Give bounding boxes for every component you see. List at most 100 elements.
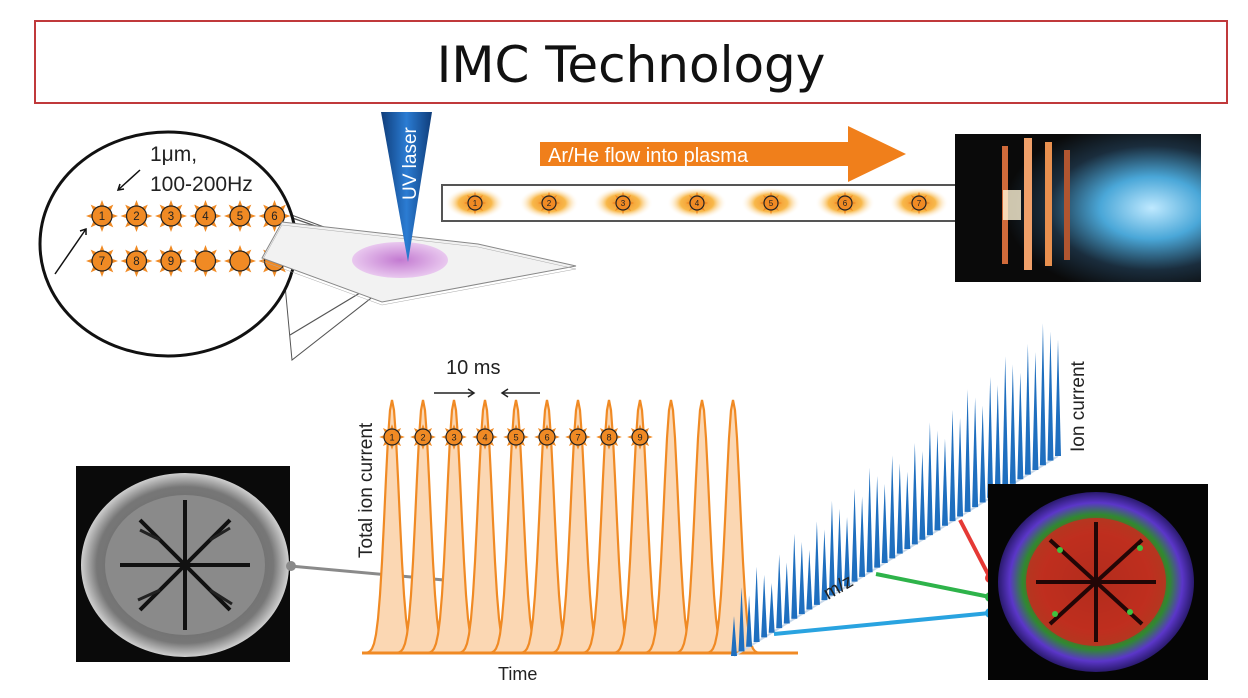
ion-clouds: 1 2 3 4 5 6 7 xyxy=(445,187,949,219)
spot-number: 5 xyxy=(513,432,518,442)
spectrum-peak xyxy=(1009,364,1016,484)
spectrum-peak xyxy=(889,455,896,559)
spectrum-peak xyxy=(896,463,903,554)
spectrum-peak xyxy=(1024,343,1031,475)
spectrum-peak xyxy=(791,533,798,619)
tube-spot: 1 xyxy=(463,191,487,215)
spectrum-peak xyxy=(874,475,881,568)
spectrum-peak xyxy=(776,554,783,629)
x-axis-label: Time xyxy=(498,664,537,684)
spot-number: 5 xyxy=(769,199,774,208)
trace-peak-fill xyxy=(490,400,542,653)
spectrum-peak xyxy=(934,430,941,531)
y-axis-label: Total ion current xyxy=(356,422,377,558)
spectrum-peak xyxy=(844,517,851,587)
mass-spectrum: m/z Ion current xyxy=(731,323,1089,657)
spot-size-label: 1μm, xyxy=(150,143,197,166)
uv-laser: UV laser xyxy=(381,112,432,262)
spectrum-peak xyxy=(761,574,768,638)
spectrum-peak xyxy=(904,471,911,550)
multiplexed-tissue-image xyxy=(988,484,1208,680)
spectrum-peak xyxy=(1017,372,1024,480)
trace-peak-fill xyxy=(552,400,604,653)
spectrum-peak xyxy=(851,488,858,582)
spectrum-peak xyxy=(731,616,737,656)
spectrum-peak xyxy=(783,562,790,624)
spectrum-peak xyxy=(806,550,813,610)
tissue-sample xyxy=(352,242,448,278)
spectrum-peak xyxy=(1032,352,1039,470)
trace-peak-fill xyxy=(459,400,511,653)
title-banner: IMC Technology xyxy=(34,20,1228,104)
spectrum-peak xyxy=(964,389,971,512)
spot-number: 4 xyxy=(695,199,700,208)
ablation-spot: 7 xyxy=(86,245,118,277)
step-arrow xyxy=(54,228,87,275)
spectrum-peak xyxy=(813,521,820,605)
spectrum-peak xyxy=(972,397,979,508)
trace-peak-fill xyxy=(428,400,480,653)
spectrum-peak xyxy=(1047,331,1054,461)
spectrum-peak xyxy=(798,541,805,615)
trace-peak-fill xyxy=(583,400,635,653)
spectrum-peak xyxy=(753,566,760,643)
spectrum-peak xyxy=(836,508,843,591)
spot-number: 2 xyxy=(420,432,425,442)
trace-peak-fill xyxy=(521,400,573,653)
spot-number: 6 xyxy=(843,199,848,208)
spot-number: 4 xyxy=(202,211,209,223)
ablation-spot xyxy=(224,245,256,277)
peak-spot: 1 xyxy=(379,424,405,450)
page-title: IMC Technology xyxy=(436,36,826,94)
flow-arrow: Ar/He flow into plasma xyxy=(540,126,906,182)
ablation-spot: 1 xyxy=(86,200,118,232)
cyan-channel-link xyxy=(773,611,991,636)
ablation-spot xyxy=(189,245,222,277)
trace-peaks xyxy=(364,399,760,654)
spectrum-peak xyxy=(926,422,933,536)
spectrum-peak xyxy=(919,451,926,540)
spectrum-peak xyxy=(941,438,948,526)
spot-number: 8 xyxy=(606,432,611,442)
tube-spot: 2 xyxy=(537,191,561,215)
ablation-spot: 5 xyxy=(224,200,256,232)
spectrum-peak xyxy=(911,442,918,545)
spectrum-peak xyxy=(859,496,866,577)
spot-number: 6 xyxy=(271,211,277,223)
trace-peak-fill xyxy=(707,400,759,653)
spot-number: 2 xyxy=(547,199,552,208)
spectrum-peak xyxy=(828,500,835,596)
spectrum-peak xyxy=(881,484,888,563)
peak-spot: 6 xyxy=(534,424,560,450)
trace-peak-fill xyxy=(397,400,449,653)
spot-number: 3 xyxy=(621,199,626,208)
peak-spot: 2 xyxy=(410,424,436,450)
interval-label: 10 ms xyxy=(446,357,500,379)
ablation-spot: 6 xyxy=(258,200,291,232)
peak-spot: 9 xyxy=(627,424,653,450)
tube-spot: 5 xyxy=(759,191,783,215)
spot-number: 9 xyxy=(637,432,642,442)
trace-peak-fill xyxy=(614,400,666,653)
flow-label: Ar/He flow into plasma xyxy=(548,145,749,167)
spot-arrow xyxy=(117,169,141,191)
green-channel-link xyxy=(875,572,991,599)
spot-number: 7 xyxy=(917,199,922,208)
spectrum-peak xyxy=(1002,356,1009,489)
tube-spot: 6 xyxy=(833,191,857,215)
spectrum-peak xyxy=(746,595,753,647)
spectrum-peak xyxy=(866,467,873,573)
spectrum-peak xyxy=(987,376,994,498)
frequency-label: 100-200Hz xyxy=(150,173,253,196)
ion-current-label: Ion current xyxy=(1068,360,1089,452)
spot-number: 1 xyxy=(99,211,105,223)
peak-spot: 5 xyxy=(503,424,529,450)
peak-spot: 7 xyxy=(565,424,591,450)
trace-peak-fill xyxy=(366,400,418,653)
